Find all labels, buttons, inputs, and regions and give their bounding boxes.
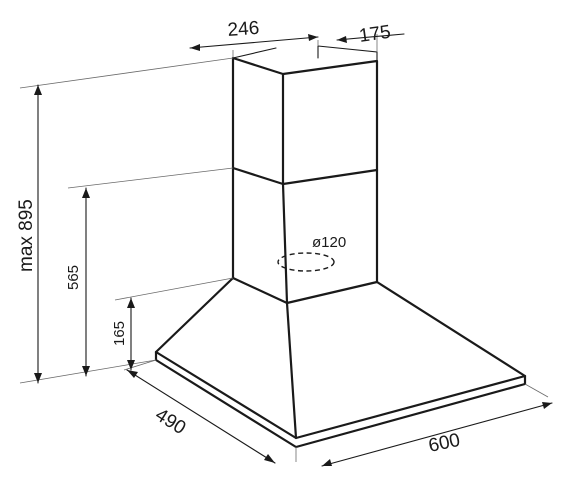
canopy-sides [154, 276, 527, 440]
lower-chimney-faces [231, 166, 379, 305]
upper-chimney-front-face [231, 56, 379, 186]
upper-chimney-top-open [232, 45, 378, 62]
dim-body-height [82, 187, 90, 377]
label-chimney-depth: 175 [358, 22, 392, 47]
lower-chimney-joint [231, 166, 379, 186]
dim-canopy-height [127, 297, 135, 371]
dim-hood-width [321, 402, 553, 467]
label-canopy-height: 165 [111, 321, 128, 346]
label-hood-width: 600 [427, 430, 462, 457]
label-body-height: 565 [65, 265, 82, 290]
dim-hood-depth [126, 369, 276, 464]
dim-chimney-width [189, 34, 319, 51]
dim-chimney-depth [336, 33, 405, 43]
label-chimney-width: 246 [227, 18, 260, 41]
base-rim [154, 350, 527, 449]
label-hood-depth: 490 [151, 404, 189, 439]
label-max-height: max 895 [16, 199, 37, 272]
canopy-top-edge [231, 276, 379, 305]
dim-max-height [34, 84, 42, 384]
label-outlet-diameter: ø120 [312, 234, 346, 251]
exhaust-outlet-dashed [277, 252, 335, 272]
